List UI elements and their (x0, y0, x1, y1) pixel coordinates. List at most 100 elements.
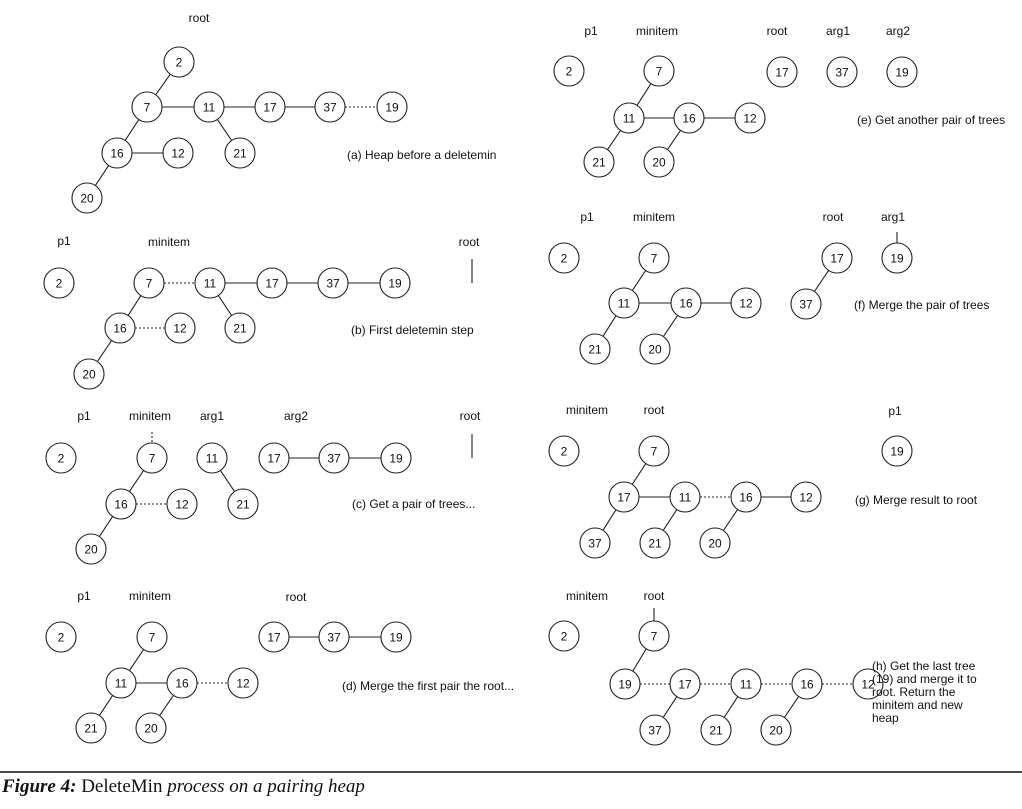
panel-caption: (a) Heap before a deletemin (347, 148, 496, 162)
heap-node: 21 (579, 333, 611, 365)
node-value: 2 (561, 445, 568, 459)
edge-11-21 (602, 315, 617, 337)
node-circle (376, 91, 408, 123)
pointer-label-minitem: minitem (566, 403, 608, 417)
node-value: 19 (618, 678, 632, 692)
node-value: 19 (895, 66, 909, 80)
node-circle (45, 442, 77, 474)
pointer-label-minitem: minitem (129, 409, 171, 423)
heap-node: 17 (258, 442, 290, 474)
node-circle (609, 668, 641, 700)
node-circle (669, 481, 701, 513)
panel-caption: (f) Merge the pair of trees (854, 298, 989, 312)
heap-node: 12 (162, 137, 194, 169)
node-circle (43, 267, 75, 299)
node-value: 11 (740, 678, 753, 692)
pointer-label-arg1: arg1 (200, 409, 224, 423)
heap-node: 20 (71, 182, 103, 214)
node-value: 11 (679, 491, 692, 505)
node-value: 2 (561, 252, 568, 266)
node-value: 19 (389, 452, 403, 466)
heap-node: 12 (790, 481, 822, 513)
heap-node: 21 (639, 527, 671, 559)
heap-node: 37 (318, 442, 350, 474)
node-value: 20 (652, 156, 666, 170)
node-circle (101, 137, 133, 169)
node-value: 17 (830, 252, 844, 266)
edge-16-20 (722, 509, 739, 531)
heap-node: 2 (548, 242, 580, 274)
node-circle (133, 267, 165, 299)
node-circle (224, 137, 256, 169)
node-value: 37 (835, 66, 849, 80)
node-value: 21 (84, 722, 98, 736)
node-circle (317, 267, 349, 299)
node-circle (821, 242, 853, 274)
heap-node: 7 (643, 55, 675, 87)
heap-node: 21 (75, 712, 107, 744)
edge-11-21 (216, 119, 233, 141)
panel-caption: (h) Get the last tree (872, 659, 976, 673)
heap-node: 17 (254, 91, 286, 123)
node-value: 12 (173, 322, 187, 336)
panel-caption: (e) Get another pair of trees (857, 113, 1005, 127)
figure-label: Figure 4: (2, 776, 77, 797)
node-value: 19 (388, 277, 402, 291)
heap-node: 16 (730, 481, 762, 513)
pointer-label-arg1: arg1 (881, 210, 905, 224)
node-value: 37 (326, 277, 340, 291)
heap-node: 20 (135, 712, 167, 744)
node-circle (258, 442, 290, 474)
node-value: 19 (890, 252, 904, 266)
heap-node: 12 (734, 102, 766, 134)
node-value: 7 (651, 445, 658, 459)
node-value: 37 (327, 631, 341, 645)
node-value: 20 (144, 722, 158, 736)
heap-node: 7 (638, 242, 670, 274)
panel-caption: (d) Merge the first pair the root... (342, 679, 514, 693)
edge-7-11 (636, 83, 652, 106)
edge-2-7 (155, 73, 171, 96)
node-value: 7 (651, 252, 658, 266)
node-value: 17 (263, 101, 277, 115)
node-value: 12 (861, 678, 875, 692)
node-circle (608, 481, 640, 513)
panel-caption: (c) Get a pair of trees... (352, 497, 475, 511)
heap-node: 17 (821, 242, 853, 274)
heap-node: 16 (791, 668, 823, 700)
node-circle (166, 488, 198, 520)
node-circle (613, 102, 645, 134)
heap-node: 2 (548, 435, 580, 467)
heap-node: 7 (136, 621, 168, 653)
node-circle (314, 91, 346, 123)
node-circle (790, 288, 822, 320)
node-circle (166, 667, 198, 699)
heap-node: 17 (256, 267, 288, 299)
node-value: 16 (682, 112, 696, 126)
heap-node: 7 (133, 267, 165, 299)
node-circle (553, 55, 585, 87)
node-circle (699, 527, 731, 559)
heap-node: 37 (790, 288, 822, 320)
pointer-label-p1: p1 (77, 589, 91, 603)
node-circle (194, 267, 226, 299)
edge-11-21 (98, 695, 114, 716)
node-value: 16 (739, 491, 753, 505)
heap-node: 20 (73, 358, 105, 390)
pointer-label-p1: p1 (888, 404, 902, 418)
node-circle (700, 714, 732, 746)
node-value: 7 (656, 65, 663, 79)
edge-11-21 (662, 509, 678, 531)
edge-11-21 (219, 470, 236, 492)
node-circle (548, 620, 580, 652)
node-value: 37 (323, 101, 337, 115)
node-value: 16 (800, 678, 814, 692)
node-circle (673, 102, 705, 134)
node-circle (734, 102, 766, 134)
pointer-label-minitem: minitem (636, 24, 678, 38)
heap-node: 19 (609, 668, 641, 700)
edge-11-21 (217, 295, 233, 316)
